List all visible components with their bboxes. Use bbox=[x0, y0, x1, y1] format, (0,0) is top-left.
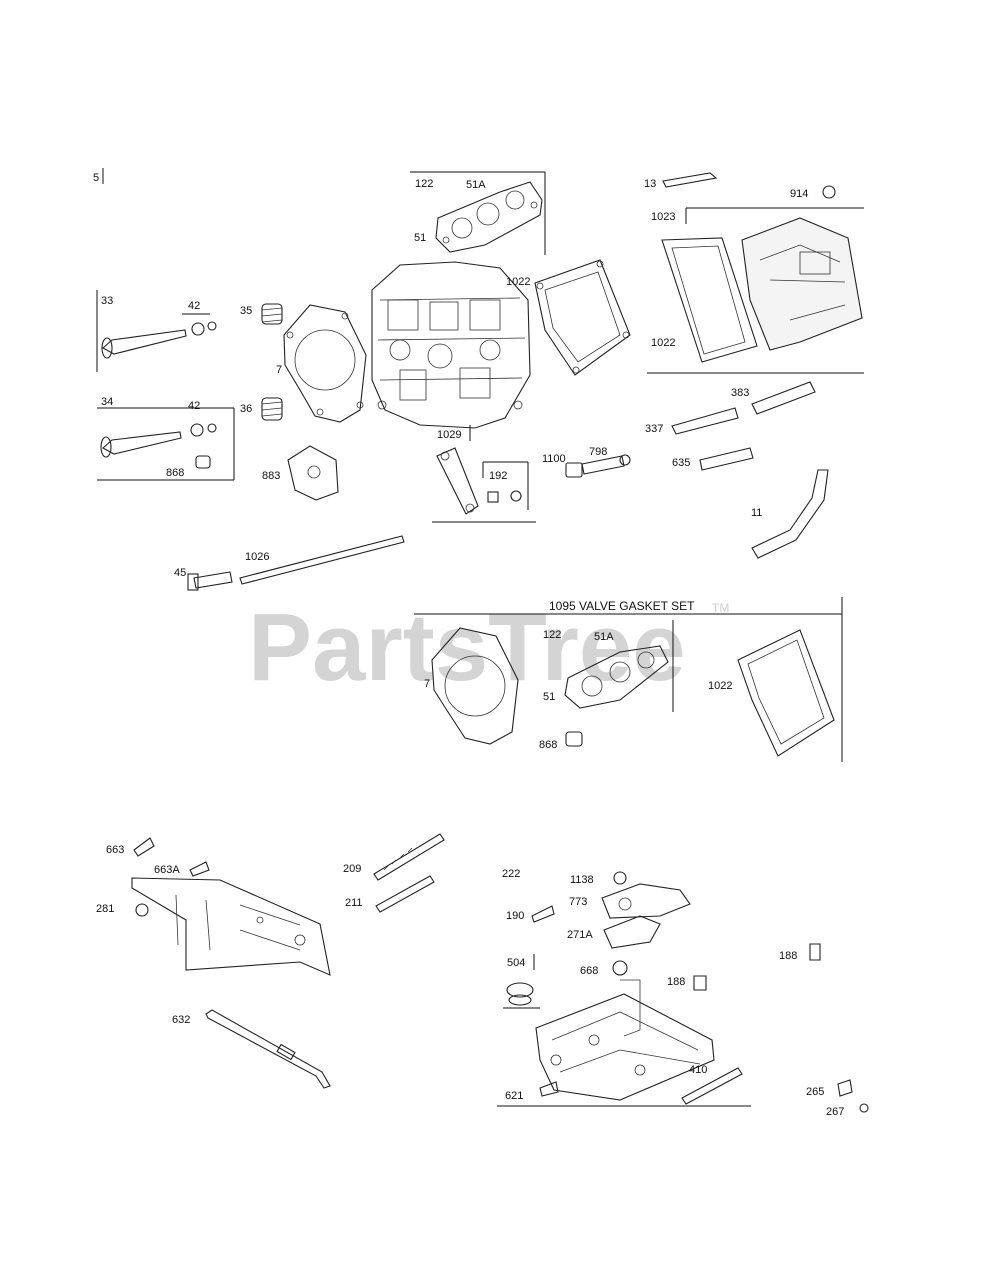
label-773: 773 bbox=[569, 896, 587, 908]
breather-tube-group: 383 337 635 11 bbox=[645, 381, 829, 559]
label-1029: 1029 bbox=[437, 429, 461, 441]
label-868: 868 bbox=[166, 467, 184, 479]
breather-plate: 883 bbox=[262, 445, 339, 501]
valve-gasket-set-kit: 1095 VALVE GASKET SET 7 122 51A 51 868 1… bbox=[414, 597, 843, 762]
label-209: 209 bbox=[343, 863, 361, 875]
label-11: 11 bbox=[751, 507, 762, 519]
label-42-top: 42 bbox=[188, 300, 200, 312]
label-192: 192 bbox=[489, 470, 507, 482]
label-798: 798 bbox=[589, 446, 607, 458]
valve-springs: 35 36 bbox=[240, 303, 283, 421]
label-51A: 51A bbox=[466, 179, 486, 191]
label-1026: 1026 bbox=[245, 551, 269, 563]
label-663: 663 bbox=[106, 844, 124, 856]
label-410: 410 bbox=[689, 1064, 707, 1076]
label-33: 33 bbox=[101, 295, 113, 307]
label-42-bottom: 42 bbox=[188, 400, 200, 412]
throttle-rod-group: 632 bbox=[172, 1009, 331, 1089]
kit-label-1022: 1022 bbox=[708, 680, 732, 692]
label-267: 267 bbox=[826, 1106, 844, 1118]
watermark-trademark: TM bbox=[712, 601, 729, 615]
label-190: 190 bbox=[506, 910, 524, 922]
label-632: 632 bbox=[172, 1014, 190, 1026]
label-635: 635 bbox=[672, 457, 690, 469]
adjuster-screw-group: 1100 798 bbox=[542, 446, 631, 478]
parts-tree-watermark: PartsTree TM bbox=[248, 594, 729, 701]
kit-label-51A: 51A bbox=[594, 631, 614, 643]
label-668: 668 bbox=[580, 965, 598, 977]
kit-label-868: 868 bbox=[539, 739, 557, 751]
label-265: 265 bbox=[806, 1086, 824, 1098]
label-222: 222 bbox=[502, 868, 520, 880]
label-504: 504 bbox=[507, 957, 525, 969]
kit-label-51: 51 bbox=[543, 691, 555, 703]
governor-sump-group: 222 1138 773 190 271A 188 504 668 188 41… bbox=[497, 868, 869, 1118]
label-663A: 663A bbox=[154, 864, 180, 876]
label-188-mid: 188 bbox=[667, 976, 685, 988]
label-51: 51 bbox=[414, 232, 426, 244]
intake-valve-group: 34 42 868 bbox=[97, 396, 235, 481]
head-gasket: 7 bbox=[276, 304, 367, 423]
label-34: 34 bbox=[101, 396, 113, 408]
kit-label-122: 122 bbox=[543, 629, 561, 641]
label-13: 13 bbox=[644, 178, 656, 190]
label-36: 36 bbox=[240, 403, 252, 415]
push-rod-bolt-group: 45 1026 bbox=[174, 535, 405, 591]
label-1023: 1023 bbox=[651, 211, 675, 223]
label-337: 337 bbox=[645, 423, 663, 435]
rocker-cover-group: 13 914 1023 1022 bbox=[644, 172, 864, 374]
intake-gasket-group: 122 51A 51 bbox=[410, 171, 546, 255]
kit-label-7: 7 bbox=[424, 678, 430, 690]
label-5: 5 bbox=[93, 172, 99, 184]
intake-gasket-drawing bbox=[435, 181, 543, 253]
control-bracket-group: 663 663A 281 bbox=[96, 837, 331, 976]
label-1022-top: 1022 bbox=[506, 276, 530, 288]
label-1138: 1138 bbox=[570, 874, 594, 886]
label-621: 621 bbox=[505, 1090, 523, 1102]
cylinder-head: 1029 bbox=[371, 261, 531, 441]
rocker-arm-group: 192 bbox=[432, 447, 536, 523]
label-211: 211 bbox=[345, 897, 363, 909]
label-1022-cover: 1022 bbox=[651, 337, 675, 349]
label-122: 122 bbox=[415, 178, 433, 190]
label-914: 914 bbox=[790, 188, 808, 200]
label-383: 383 bbox=[731, 387, 749, 399]
label-35: 35 bbox=[240, 305, 252, 317]
label-271A: 271A bbox=[567, 929, 593, 941]
spring-group: 209 211 bbox=[343, 833, 445, 913]
label-281: 281 bbox=[96, 903, 114, 915]
exhaust-valve-group: 33 42 bbox=[96, 290, 217, 372]
label-1100: 1100 bbox=[542, 453, 566, 465]
label-883: 883 bbox=[262, 470, 280, 482]
label-7: 7 bbox=[276, 364, 282, 376]
kit-title: 1095 VALVE GASKET SET bbox=[549, 599, 695, 613]
rocker-cover-gasket-top: 1022 bbox=[506, 259, 631, 376]
label-188-right: 188 bbox=[779, 950, 797, 962]
watermark-text: PartsTree bbox=[248, 594, 686, 701]
label-45: 45 bbox=[174, 567, 186, 579]
